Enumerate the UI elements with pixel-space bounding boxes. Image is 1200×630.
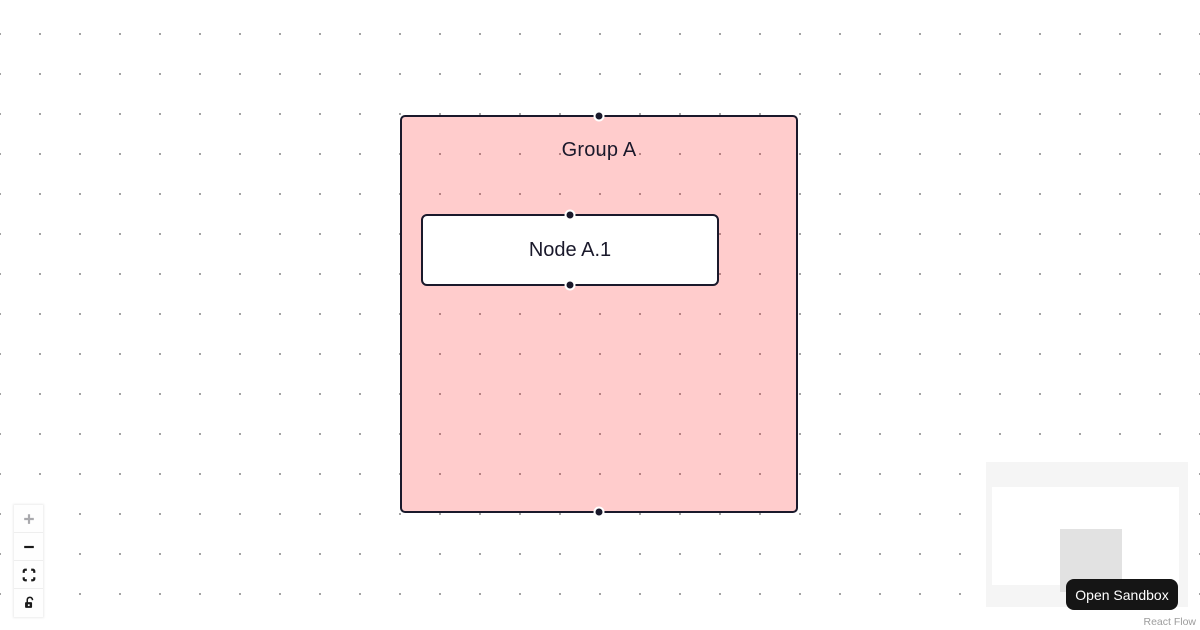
group-a-handle-bottom[interactable]	[593, 506, 605, 518]
minimap-viewport	[992, 487, 1179, 592]
fit-view-button[interactable]	[14, 561, 43, 589]
unlock-icon	[24, 596, 33, 608]
open-sandbox-button[interactable]: Open Sandbox	[1066, 579, 1178, 610]
node-a1-label: Node A.1	[528, 238, 612, 261]
react-flow-attribution[interactable]: React Flow	[1143, 616, 1196, 628]
plus-icon	[23, 513, 34, 524]
node-a1-handle-bottom[interactable]	[564, 279, 576, 291]
zoom-in-button[interactable]	[14, 505, 43, 533]
group-a-handle-top[interactable]	[593, 110, 605, 122]
group-node-a[interactable]: Group A	[400, 110, 798, 518]
zoom-out-button[interactable]	[14, 533, 43, 561]
fit-view-icon	[22, 568, 35, 581]
controls-panel	[14, 505, 43, 617]
toggle-interactivity-button[interactable]	[14, 589, 43, 617]
minus-icon	[23, 545, 34, 548]
node-a1-handle-top[interactable]	[564, 209, 576, 221]
node-a1[interactable]: Node A.1	[421, 209, 719, 291]
group-a-label: Group A	[561, 139, 637, 161]
